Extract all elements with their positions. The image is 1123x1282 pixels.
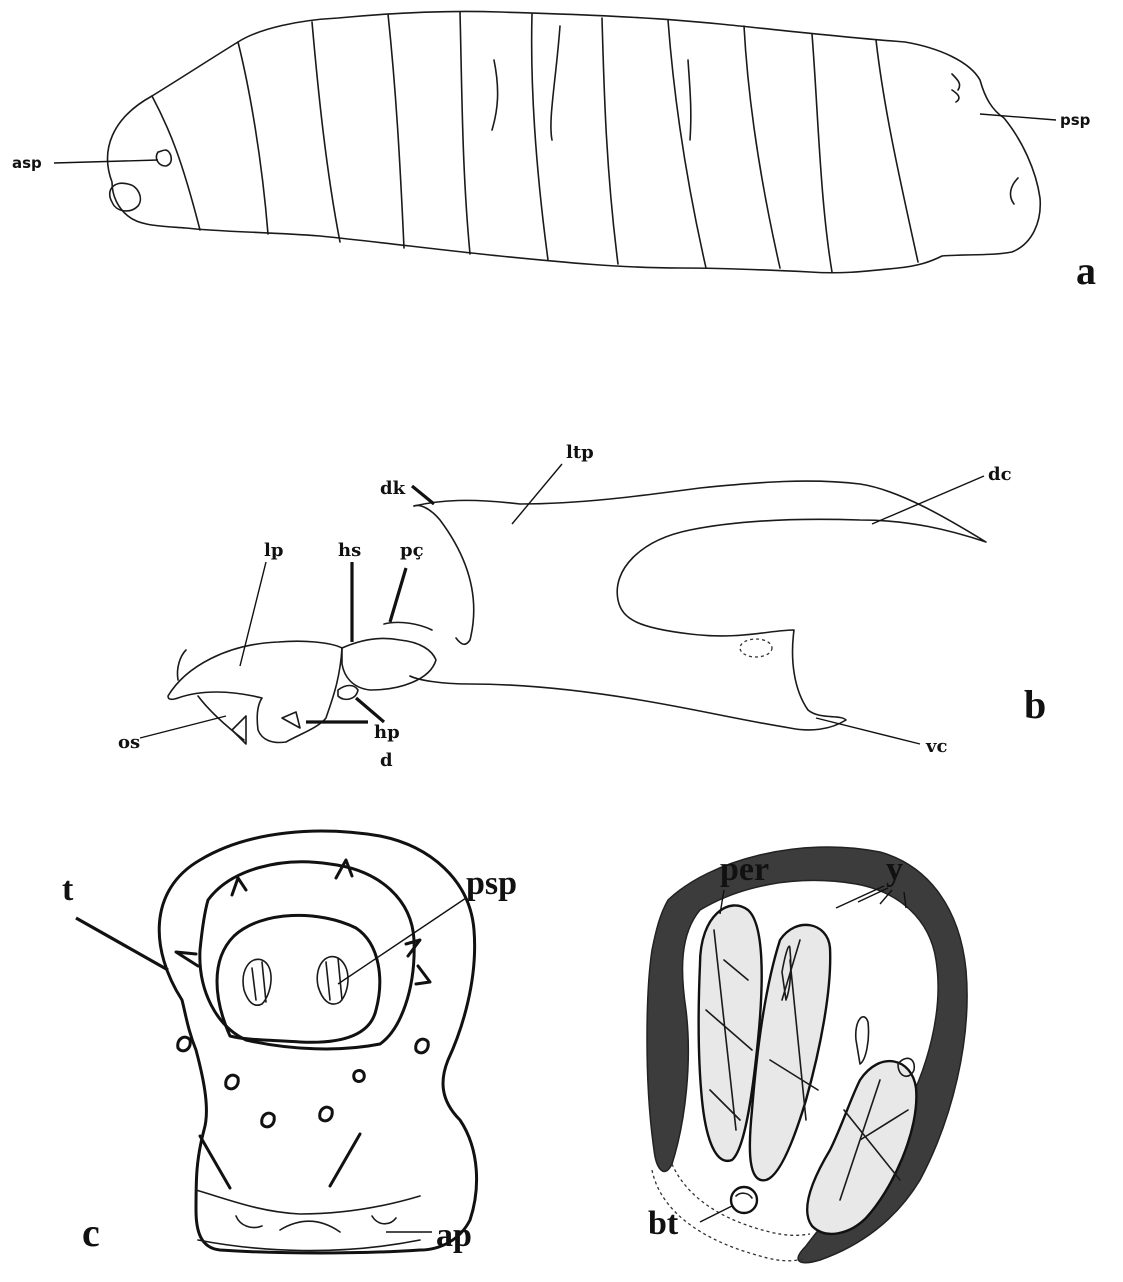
panel-c-posterior-view: t psp ap c <box>62 831 517 1255</box>
label-psp-c: psp <box>466 865 517 902</box>
label-t: t <box>62 871 74 908</box>
leader-psp-c <box>338 898 466 984</box>
panel-b-cephaloskeleton: dk ltp dc lp hs pç os hp d vc b <box>118 442 1046 771</box>
label-vc: vc <box>925 736 947 757</box>
skeleton-anterior-curve <box>414 506 474 645</box>
hypostomal-sclerite <box>342 638 436 690</box>
hypopharynx-small <box>338 686 358 700</box>
label-ap: ap <box>436 1217 472 1254</box>
panel-letter-c: c <box>82 1210 100 1255</box>
leader-bt <box>700 1206 732 1222</box>
larva-outline <box>108 11 1041 272</box>
skeleton-pore <box>740 639 772 657</box>
bt-inner <box>736 1193 752 1198</box>
label-dc: dc <box>988 464 1012 485</box>
leader-ltp <box>512 464 562 524</box>
skeleton-main-body <box>410 481 986 730</box>
label-lp: lp <box>264 540 283 561</box>
label-dk: dk <box>380 478 406 499</box>
leader-os <box>140 716 226 738</box>
parastomal-bar <box>384 622 432 630</box>
leader-pc <box>390 568 406 622</box>
label-os: os <box>118 732 140 753</box>
leader-dk <box>412 486 434 504</box>
label-asp: asp <box>12 154 42 172</box>
leader-psp-a <box>980 114 1056 120</box>
label-hp: hp <box>374 722 400 743</box>
spiracle-left <box>243 959 271 1005</box>
label-psp-a: psp <box>1060 111 1091 129</box>
panel-a-larva: asp psp a <box>12 11 1096 293</box>
leader-lp <box>240 562 266 666</box>
label-pc: pç <box>400 540 424 561</box>
panel-letter-a: a <box>1076 248 1096 293</box>
bt-circle <box>731 1187 757 1213</box>
leader-hp <box>356 698 384 722</box>
label-hs: hs <box>338 540 361 561</box>
panel-letter-b: b <box>1024 682 1046 727</box>
anterior-spiracle <box>156 150 171 166</box>
label-y: y <box>886 851 903 888</box>
label-d: d <box>380 750 393 771</box>
tissue-lobes <box>699 905 917 1233</box>
label-per: per <box>720 851 769 888</box>
mouth-hook <box>168 641 342 742</box>
anal-lobe <box>196 1190 420 1251</box>
dental-sclerite <box>282 712 300 728</box>
panel-d-cross-section: per y bt <box>647 847 967 1263</box>
leader-asp <box>54 160 158 163</box>
inner-ring <box>200 862 414 1049</box>
label-ltp: ltp <box>566 442 594 463</box>
label-bt: bt <box>648 1205 679 1242</box>
leader-t <box>76 918 168 970</box>
spiracular-plate <box>217 915 380 1042</box>
leader-dc <box>872 476 984 524</box>
tubercles <box>176 860 430 1188</box>
leader-vc <box>816 718 920 744</box>
leader-y-1 <box>836 886 884 908</box>
